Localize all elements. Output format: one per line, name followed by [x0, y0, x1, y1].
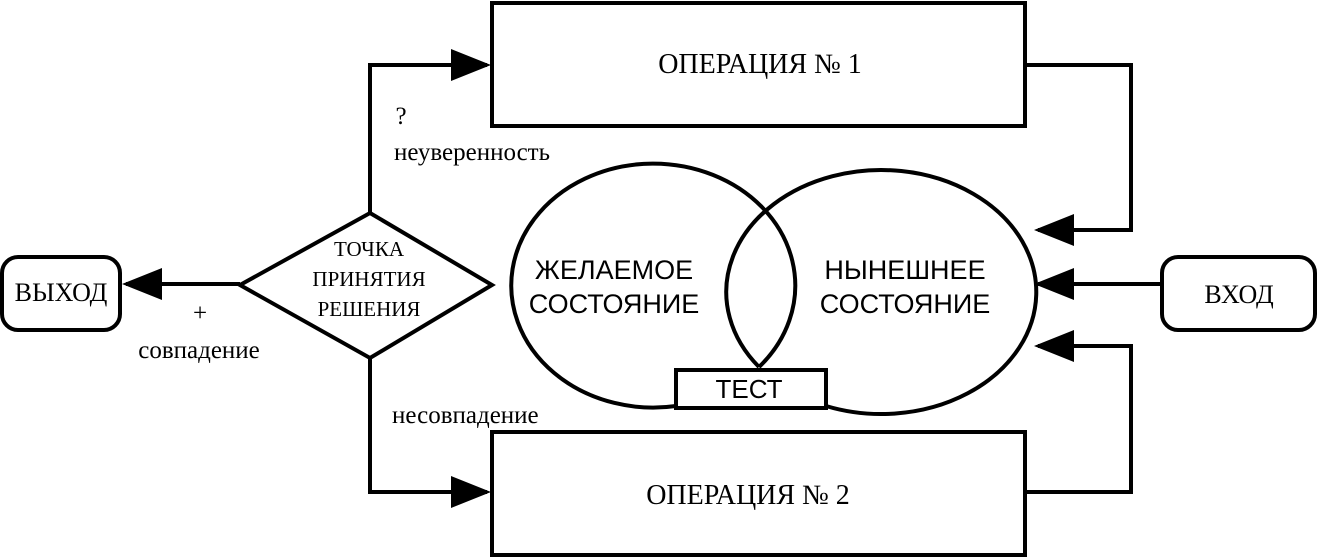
- arrow-to-operation-1: [368, 49, 491, 213]
- operation-1-box: ОПЕРАЦИЯ № 1: [490, 1, 1027, 128]
- decision-line-2: ПРИНЯТИЯ: [312, 267, 425, 291]
- plus-label: +: [193, 300, 207, 327]
- operation-2-box: ОПЕРАЦИЯ № 2: [490, 430, 1027, 557]
- exit-label: ВЫХОД: [15, 278, 108, 307]
- arrow-to-operation-2: [368, 358, 491, 508]
- desired-line-1: ЖЕЛАЕМОЕ: [535, 255, 693, 285]
- arrow-operation-1-to-present: [1025, 63, 1133, 246]
- present-line-1: НЫНЕШНЕЕ: [824, 255, 985, 285]
- operation-2-label: ОПЕРАЦИЯ № 2: [646, 480, 850, 511]
- decision-line-1: ТОЧКА: [334, 237, 405, 261]
- desired-line-2: СОСТОЯНИЕ: [529, 289, 700, 319]
- exit-box: ВЫХОД: [0, 255, 122, 332]
- test-box: ТЕСТ: [674, 368, 828, 410]
- match-label: совпадение: [138, 337, 260, 364]
- arrow-operation-2-to-present: [1025, 330, 1133, 494]
- operation-1-label: ОПЕРАЦИЯ № 1: [658, 49, 862, 80]
- decision-point-diamond: ТОЧКА ПРИНЯТИЯ РЕШЕНИЯ: [235, 210, 496, 361]
- test-label: ТЕСТ: [715, 374, 782, 404]
- uncertainty-label: неуверенность: [394, 139, 550, 166]
- present-state-circle: НЫНЕШНЕЕ СОСТОЯНИЕ: [724, 168, 1039, 416]
- desired-state-circle: ЖЕЛАЕМОЕ СОСТОЯНИЕ: [509, 161, 798, 410]
- present-line-2: СОСТОЯНИЕ: [820, 289, 991, 319]
- decision-line-3: РЕШЕНИЯ: [318, 297, 421, 321]
- mismatch-label: несовпадение: [392, 402, 539, 429]
- enter-label: ВХОД: [1204, 280, 1274, 309]
- enter-box: ВХОД: [1160, 255, 1317, 332]
- question-mark-label: ?: [395, 103, 406, 130]
